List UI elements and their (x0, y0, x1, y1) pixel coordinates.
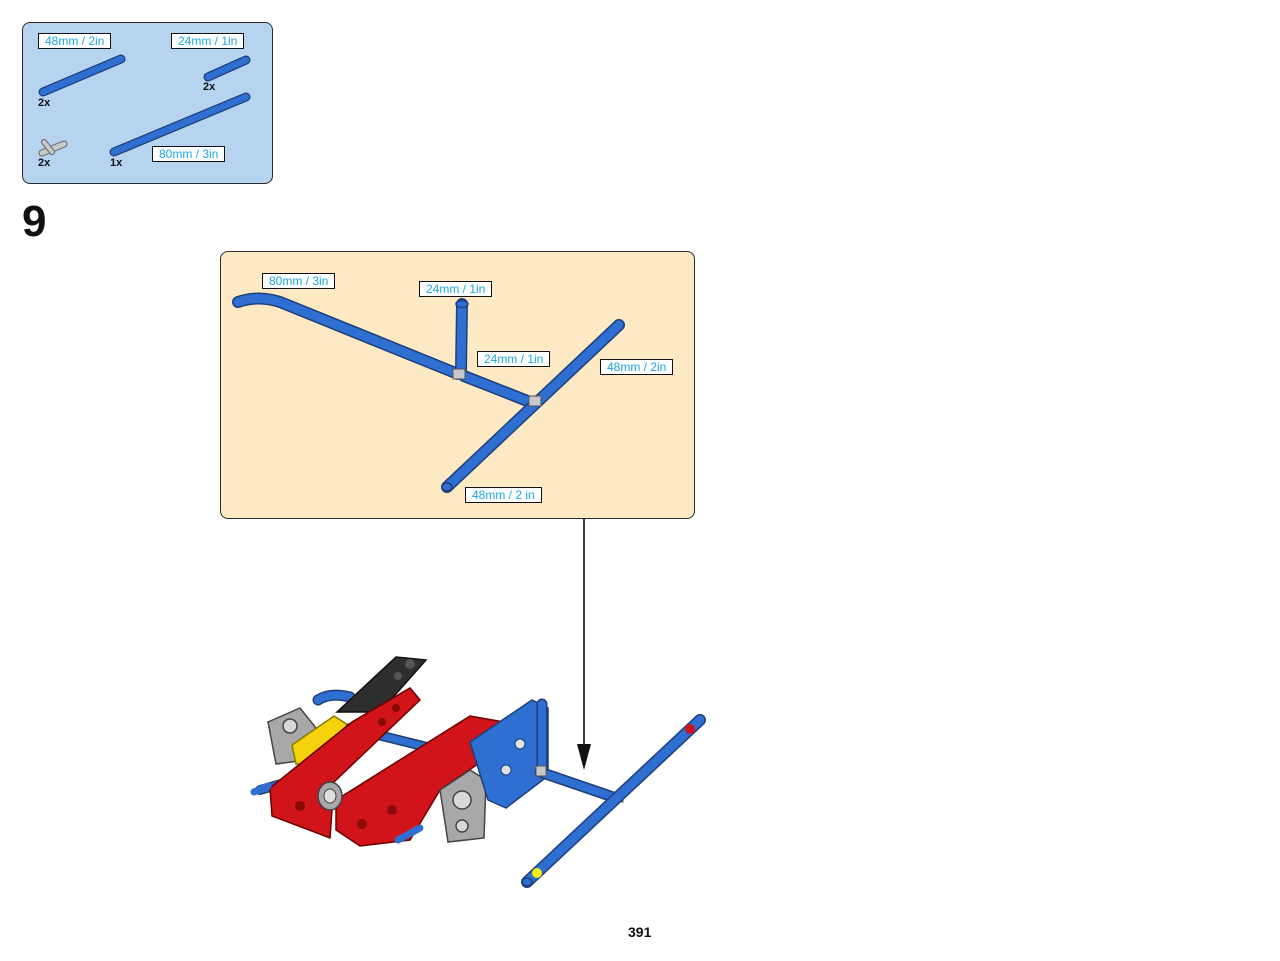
axle-48mm-part (38, 54, 126, 97)
sub-connector (452, 368, 466, 380)
sub-label-48mm-bottom: 48mm / 2 in (465, 487, 542, 503)
axle-24mm-part (203, 55, 251, 82)
model-black-beam (335, 656, 428, 713)
part-qty-48mm: 2x (38, 97, 51, 109)
page-number: 391 (628, 924, 652, 940)
sub-axle-24mm-vertical (455, 298, 469, 376)
part-label-80mm: 80mm / 3in (152, 146, 226, 162)
sub-axle-80mm (232, 292, 464, 380)
model-gray-connector-center (317, 781, 343, 811)
sub-label-48mm-crossbar: 48mm / 2in (600, 359, 674, 375)
sub-label-24mm-vertical: 24mm / 1in (419, 281, 493, 297)
model-gray-connector-right (439, 769, 487, 843)
part-label-24mm: 24mm / 1in (171, 33, 245, 49)
model-red-beam-left (269, 687, 422, 840)
sub-label-80mm: 80mm / 3in (262, 273, 336, 289)
sub-label-24mm-horizontal: 24mm / 1in (477, 351, 551, 367)
sub-axle-24mm-horizontal (458, 370, 536, 408)
part-qty-24mm: 2x (203, 81, 216, 93)
part-qty-80mm: 1x (110, 157, 123, 169)
arrow-head (577, 744, 591, 770)
sub-connector (528, 395, 542, 407)
part-label-48mm: 48mm / 2in (38, 33, 112, 49)
step-number: 9 (22, 197, 47, 246)
axle-80mm-part (109, 92, 251, 157)
model-blue-beam (469, 699, 549, 809)
part-qty-connector: 2x (38, 157, 51, 169)
model-crossbar (521, 714, 706, 888)
yellow-marker-dot (532, 868, 542, 878)
red-marker-dot (685, 724, 695, 734)
connector-part (38, 139, 68, 157)
